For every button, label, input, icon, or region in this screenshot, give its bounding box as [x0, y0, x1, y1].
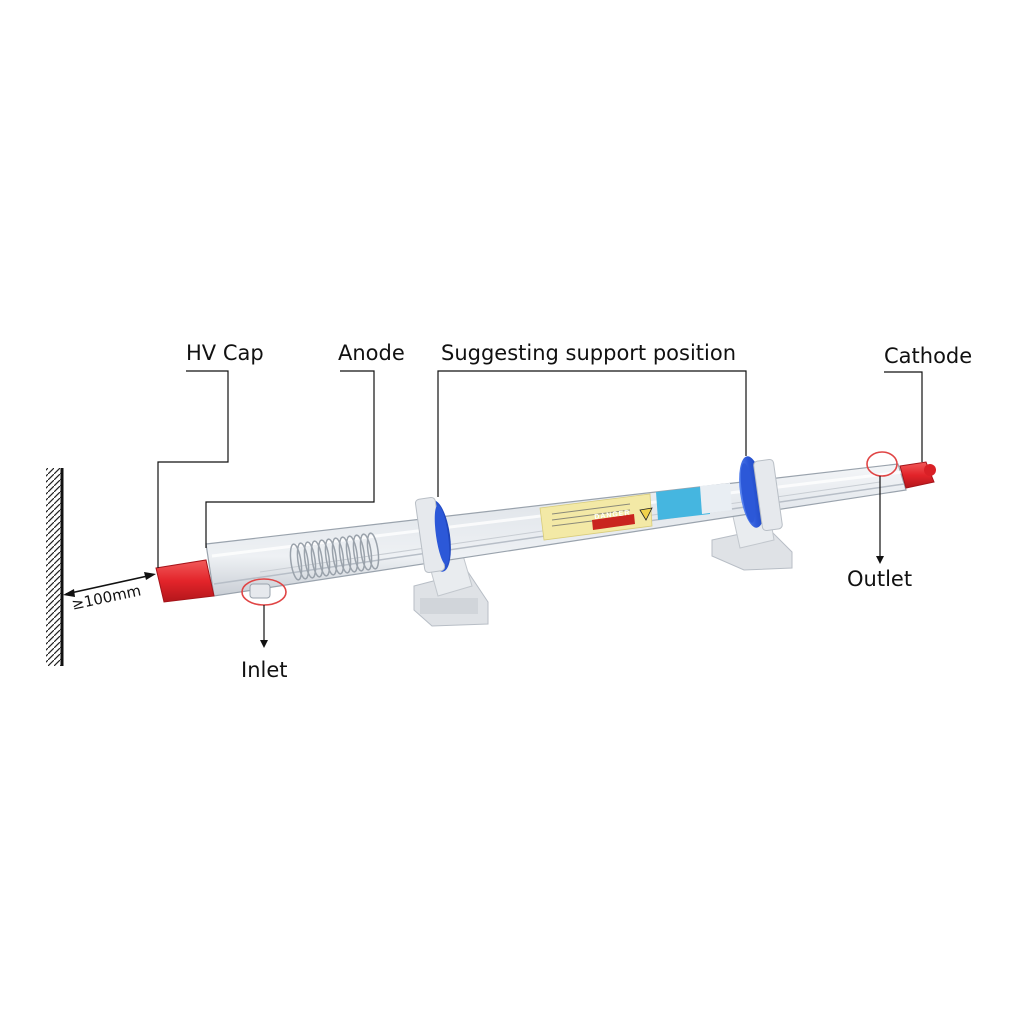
right-clamp: [739, 456, 783, 532]
inlet-arrowhead: [260, 640, 268, 648]
hv-cap: [155, 559, 215, 603]
wall: [46, 468, 64, 666]
hv-cap-label: HV Cap: [186, 341, 264, 365]
anode-label: Anode: [338, 341, 405, 365]
leader-lines: [157, 370, 923, 646]
cathode-label: Cathode: [884, 344, 973, 368]
left-clamp: [414, 496, 451, 574]
tube-labels: [539, 483, 732, 541]
outlet-label: Outlet: [847, 567, 913, 591]
cathode-cap: [899, 461, 936, 489]
anode-coil: [289, 532, 380, 581]
support-label: Suggesting support position: [441, 341, 737, 365]
left-stand: [413, 551, 489, 627]
outlet-arrowhead: [876, 556, 884, 564]
inlet-label: Inlet: [241, 658, 288, 682]
clearance-arrow: [63, 572, 156, 597]
outlet-callout-circle: [866, 451, 898, 477]
inlet-nozzle: [249, 583, 271, 599]
